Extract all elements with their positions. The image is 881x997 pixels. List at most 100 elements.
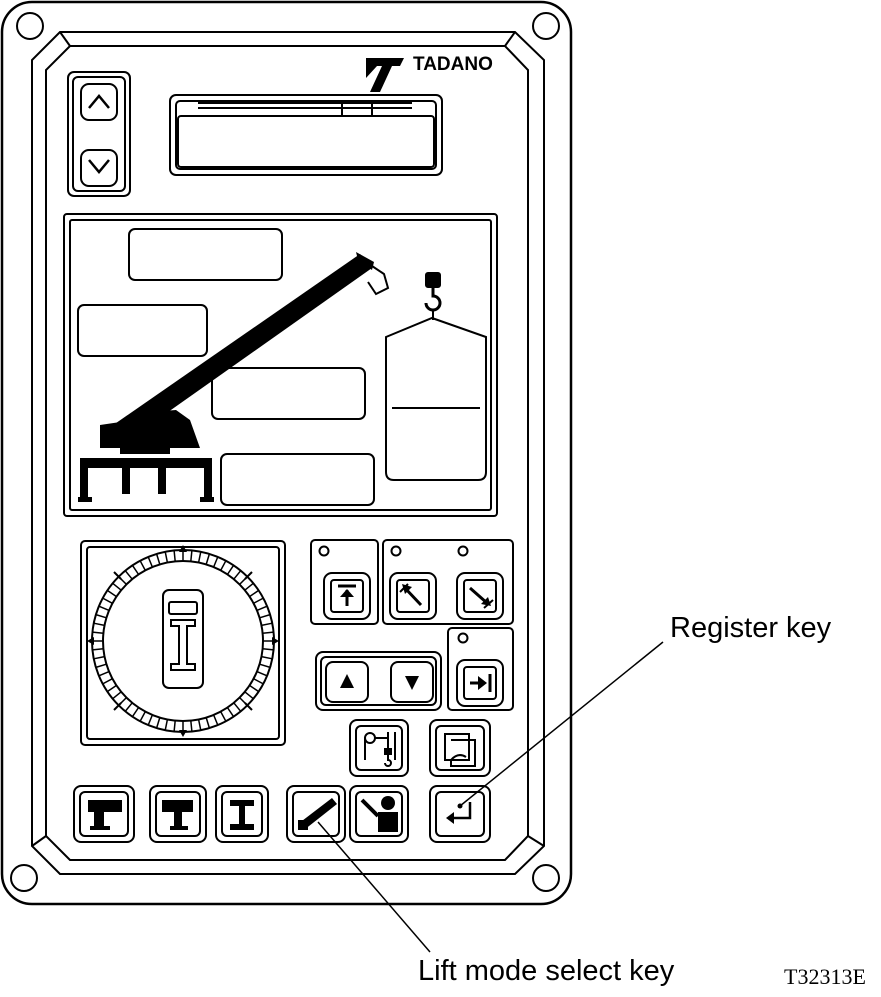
dial-tick [93,655,105,660]
boom-max-key-button[interactable] [323,572,371,620]
scroll-key-pad [67,71,131,197]
dial-tick [212,556,219,568]
readout-lifting-height [220,453,375,506]
dial-tick [261,655,273,660]
scroll-down-button[interactable] [80,149,118,187]
dial-tick [124,702,133,712]
dial-tick [98,670,110,677]
chevron-up-icon [88,94,110,109]
tadano-logo-icon [366,58,404,92]
crane-status-display [63,213,498,517]
figure-code: T32313E [784,964,866,989]
panel-casing [0,0,573,906]
triangle-down-icon [405,676,419,690]
dial-tick [190,550,193,562]
mounting-screw-top-left [16,12,44,40]
crane-icon [78,252,390,502]
outrigger-middle-extend-button[interactable] [149,785,207,843]
dial-tick [256,670,268,677]
register-key-leader [459,641,664,807]
indicator-lamp [457,632,469,644]
readout-boom-length [128,228,283,281]
dial-tick [112,582,122,591]
dial-tick [256,605,268,612]
dial-tick [131,564,140,575]
dial-tick [226,564,235,575]
value-adjust-pad [315,651,442,711]
set-button[interactable] [456,659,504,707]
load-readout-box [385,316,487,481]
indicator-lamp [390,545,402,557]
operator-icon [381,796,395,810]
dial-tick [95,663,107,669]
working-area-button[interactable] [349,785,409,843]
dial-tick [249,684,260,693]
register-key-label: Register key [670,612,832,644]
dial-tick [259,613,271,619]
dial-tick [92,631,104,634]
chevron-down-icon [88,159,110,174]
mounting-screw-bottom-left [10,864,38,892]
dial-tick [262,648,274,651]
dial-tick [139,711,146,722]
dial-tick [147,714,154,726]
outrigger-full-extend-button[interactable] [73,785,135,843]
dial-tick [205,717,211,729]
dial-tick [262,631,274,634]
lift-mode-select-key-button[interactable] [286,785,346,843]
arrow-right-icon [478,676,487,690]
dial-tick [95,613,107,619]
dial-tick [259,663,271,669]
dial-tick [173,720,176,732]
dial-tick [197,719,202,731]
dial-tick [98,605,110,612]
dial-tick [244,582,254,591]
readout-boom-angle [77,304,208,357]
dial-tick [131,707,140,718]
dial-tick [164,719,169,731]
dial-tick [244,691,254,700]
dial-tick [205,553,211,565]
dial-tick [212,714,219,726]
indicator-lamp [457,545,469,557]
dial-tick [106,684,117,693]
dial-tick [106,589,117,598]
enter-arrow-icon [446,812,454,824]
readout-working-radius [211,367,366,420]
dial-tick [92,648,104,651]
dial-tick [102,597,113,604]
dial-tick [112,691,122,700]
dial-tick [139,560,146,571]
dial-tick [147,556,154,568]
dial-tick [155,717,161,729]
scroll-up-button[interactable] [80,83,118,121]
outrigger-minimum-extend-button[interactable] [215,785,269,843]
indicator-lamp [318,545,330,557]
register-key-button[interactable] [429,785,491,843]
dial-tick [124,570,133,580]
carrier-top-view-icon [162,589,204,689]
boom-raise-limit-button[interactable] [389,572,437,620]
boom-lower-limit-button[interactable] [456,572,504,620]
lift-mode-select-key-label: Lift mode select key [418,955,675,987]
triangle-up-icon [340,674,354,688]
increase-button[interactable] [325,661,369,703]
slewing-position-display [80,540,286,746]
dial-tick [190,720,193,732]
lift-mode-leader [317,821,431,953]
dial-tick [164,551,169,563]
mounting-screw-top-right [532,12,560,40]
dial-tick [233,570,242,580]
winch-select-button[interactable] [349,719,409,777]
decrease-button[interactable] [390,661,434,703]
dial-tick [226,707,235,718]
page-button[interactable] [429,719,491,777]
dial-tick [220,560,227,571]
dial-tick [220,711,227,722]
callout-leader-lines [317,641,664,953]
dial-tick [261,622,273,627]
dial-markers [87,545,279,737]
dial-tick [249,589,260,598]
dial-tick [155,553,161,565]
